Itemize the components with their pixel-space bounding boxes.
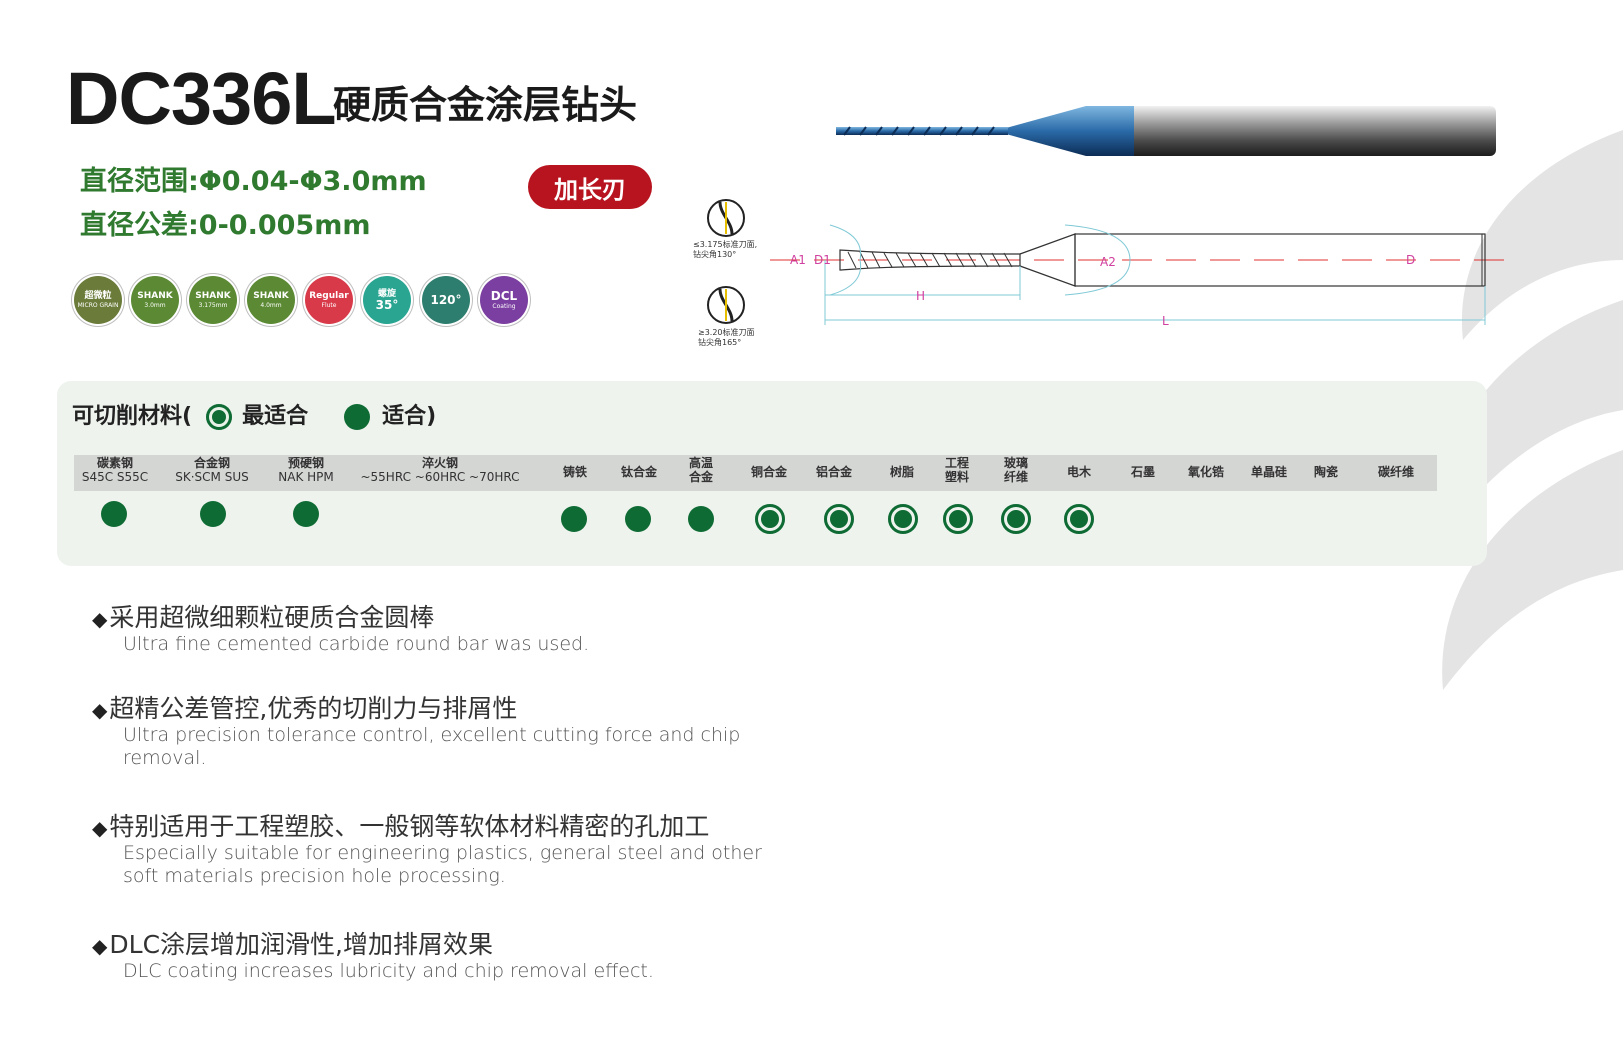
feature-item: ◆采用超微细颗粒硬质合金圆棒 Ultra fine cemented carbi… (92, 603, 590, 655)
feature-item: ◆特别适用于工程塑胶、一般钢等软体材料精密的孔加工 Especially sui… (92, 812, 762, 887)
legend-prefix: 可切削材料( (72, 404, 193, 429)
rating-fit-dot-icon (561, 506, 587, 532)
diamond-bullet-icon: ◆ (92, 698, 108, 722)
material-header: 淬火钢~55HRC ~60HRC ~70HRC (360, 456, 520, 484)
rating-best-dot-icon (1001, 504, 1031, 534)
rating-fit-dot-icon (688, 506, 714, 532)
feature-item: ◆超精公差管控,优秀的切削力与排屑性 Ultra precision toler… (92, 694, 741, 769)
drill-product-image (836, 106, 1496, 156)
rating-best-dot-icon (1064, 504, 1094, 534)
material-header: 铝合金 (815, 465, 853, 479)
rating-fit-dot-icon (101, 501, 127, 527)
label-d1: D1 (814, 253, 831, 267)
material-header: 树脂 (889, 465, 915, 479)
material-header: 碳纤维 (1377, 465, 1415, 479)
material-header: 电木 (1066, 465, 1092, 479)
diameter-range: 直径范围:Φ0.04-Φ3.0mm (80, 166, 427, 197)
material-header: 玻璃纤维 (1003, 456, 1028, 484)
tip-note-165: ≥3.20标准刀面钻尖角165° (698, 328, 755, 348)
material-header: 高温合金 (688, 456, 713, 484)
material-header: 铸铁 (562, 465, 588, 479)
product-model: DC336L (66, 57, 337, 140)
rating-best-dot-icon (755, 504, 785, 534)
best-fit-dot-icon (206, 404, 233, 430)
technical-drawing: A1 D1 A2 D H L (707, 199, 1510, 328)
product-title: 硬质合金涂层钻头 (333, 83, 638, 127)
label-d: D (1406, 253, 1415, 267)
tip-view-130-icon (707, 199, 745, 237)
label-h: H (916, 289, 925, 303)
fit-dot-icon (344, 404, 371, 430)
tip-note-130: ≤3.175标准刀面,钻尖角130° (693, 240, 758, 260)
rating-fit-dot-icon (293, 501, 319, 527)
legend-ok: 适合) (382, 404, 437, 429)
material-header: 钛合金 (620, 465, 658, 479)
feature-item: ◆DLC涂层增加润滑性,增加排屑效果 DLC coating increases… (92, 930, 654, 982)
materials-header-bar (74, 455, 1437, 491)
rating-best-dot-icon (824, 504, 854, 534)
material-header: 石墨 (1130, 465, 1156, 479)
diamond-bullet-icon: ◆ (92, 607, 108, 631)
point-angle-icon: 120° (422, 276, 470, 324)
rating-best-dot-icon (888, 504, 918, 534)
label-l: L (1162, 314, 1169, 328)
material-header: 氧化锆 (1187, 465, 1225, 479)
diamond-bullet-icon: ◆ (92, 934, 108, 958)
label-a2: A2 (1100, 255, 1116, 269)
rating-fit-dot-icon (625, 506, 651, 532)
material-header: 铜合金 (750, 465, 788, 479)
material-header: 单晶硅 (1250, 465, 1288, 479)
material-header: 陶瓷 (1313, 465, 1339, 479)
diamond-bullet-icon: ◆ (92, 816, 108, 840)
rating-fit-dot-icon (200, 501, 226, 527)
diameter-tolerance: 直径公差:0-0.005mm (80, 210, 371, 241)
legend-best: 最适合 (242, 404, 309, 429)
extended-flute-badge: 加长刃 (528, 165, 652, 209)
rating-best-dot-icon (943, 504, 973, 534)
tip-view-165-icon (707, 286, 745, 324)
material-header: 工程塑料 (944, 456, 969, 484)
materials-legend: 可切削材料( 最适合 适合) (72, 404, 436, 430)
label-a1: A1 (790, 253, 806, 267)
